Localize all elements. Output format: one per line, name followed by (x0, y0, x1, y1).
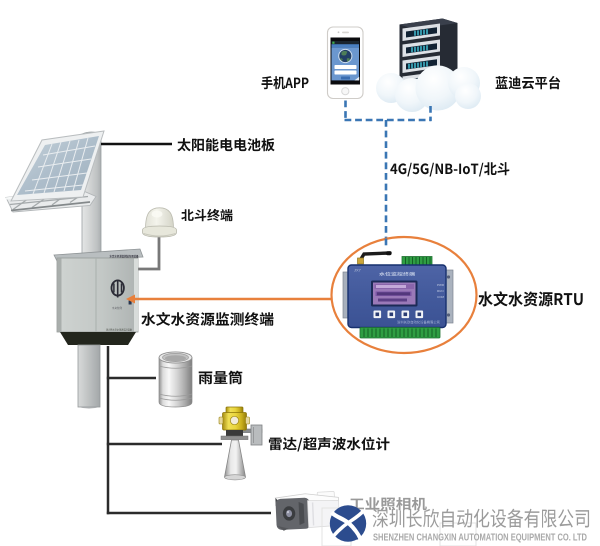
svg-text:COM: COM (437, 295, 445, 299)
svg-text:RUN: RUN (437, 289, 444, 293)
svg-text:PWR: PWR (437, 283, 445, 287)
svg-text:SHENZHEN CHANGXIN AUTOMATION E: SHENZHEN CHANGXIN AUTOMATION EQUIPMENT C… (373, 532, 587, 544)
svg-text:JX7: JX7 (354, 268, 362, 273)
